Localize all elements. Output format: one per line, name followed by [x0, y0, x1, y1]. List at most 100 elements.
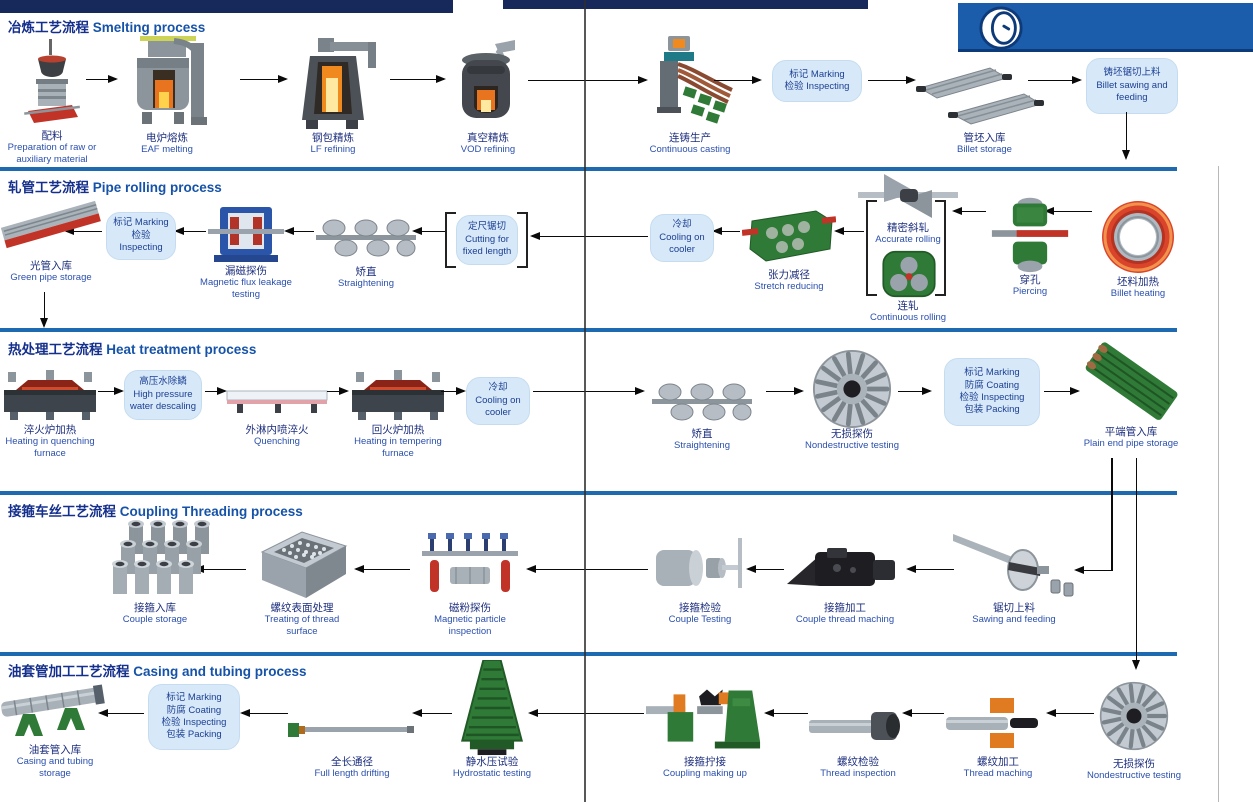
top-bar-left [0, 0, 453, 13]
step-label-en: Green pipe storage [10, 272, 92, 284]
step-plain-end-pipe-storage: 平端管入库 Plain end pipe storage [1072, 338, 1190, 450]
step-label: 穿孔 Piercing [988, 274, 1072, 298]
section-title-en: Casing and tubing process [133, 664, 307, 679]
step-label-zh: 螺纹表面处理 [270, 602, 334, 614]
flow-arrow [766, 387, 804, 395]
step-ndt: 无损探伤 Nondestructive testing [1072, 674, 1196, 782]
step-label-en: Preparation of raw or auxiliary material [7, 142, 97, 165]
flow-arrow [327, 387, 349, 395]
flow-arrow [205, 387, 227, 395]
flow-arrow-down [40, 292, 49, 328]
step-label: 真空精炼 VOD refining [448, 132, 528, 156]
connector-arrow [1074, 566, 1112, 574]
step-stretch-reducing: 张力减径 Stretch reducing [742, 203, 836, 293]
step-label-en: Sawing and feeding [972, 614, 1056, 626]
step-coupling-making-up: 接箍拧接 Coupling making up [646, 678, 764, 780]
cross-roll-icon [858, 172, 958, 220]
box-marking-coating-inspecting-packing: 标记 Marking 防腐 Coating 检验 Inspecting 包装 P… [944, 358, 1040, 426]
top-bar-middle [503, 0, 868, 9]
box-line: 铸坯锯切上料 [1103, 67, 1161, 79]
section-divider-1 [0, 167, 1177, 171]
flow-arrow [902, 709, 944, 717]
flow-arrow [98, 387, 124, 395]
box-marking-inspecting: 标记 Marking 检验 Inspecting [106, 212, 176, 260]
step-label: 回火炉加热 Heating in tempering furnace [348, 424, 448, 459]
step-label-en: Couple storage [122, 614, 188, 626]
step-label: 接箍入库 Couple storage [98, 602, 212, 626]
step-piercing: 穿孔 Piercing [988, 194, 1072, 298]
step-label: 接箍加工 Couple thread maching [780, 602, 910, 626]
flow-arrow [906, 565, 954, 573]
step-quench-furnace-heating: 淬火炉加热 Heating in quenching furnace [0, 366, 100, 459]
step-label-en: Billet storage [957, 144, 1012, 156]
box-billet-sawing-feeding: 铸坯锯切上料 Billet sawing and feeding [1086, 58, 1178, 114]
step-label: 漏磁探伤 Magnetic flux leakage testing [188, 265, 304, 300]
step-label: 锯切上料 Sawing and feeding [952, 602, 1076, 626]
box-line: Cooling on cooler [659, 231, 705, 256]
step-label: 管坯入库 Billet storage [912, 132, 1057, 156]
flow-arrow [533, 387, 645, 395]
box-line: 检验 Inspecting [161, 717, 227, 728]
flow-arrow [64, 227, 102, 235]
lf-furnace-icon [285, 36, 381, 132]
step-temper-furnace-heating: 回火炉加热 Heating in tempering furnace [348, 366, 448, 459]
step-label-en: Straightening [674, 440, 730, 452]
section-title: 接箍车丝工艺流程 Coupling Threading process [8, 500, 303, 520]
saw-feeder-icon [952, 528, 1076, 602]
step-label-en: Piercing [1012, 286, 1048, 298]
step-green-pipe-storage: 光管入库 Green pipe storage [0, 190, 102, 284]
box-line: 定尺锯切 [467, 221, 506, 233]
box-line: 高压水除鳞 [139, 376, 187, 388]
mpi-bench-icon [412, 528, 528, 602]
straightener-icon [652, 376, 752, 428]
step-label-en: Billet heating [1110, 288, 1166, 300]
section-divider-2 [0, 328, 1177, 332]
flow-arrow [1044, 207, 1092, 215]
step-label-zh: 钢包精炼 [312, 132, 354, 144]
connector-line [1111, 458, 1113, 571]
step-label-zh: 漏磁探伤 [225, 265, 267, 277]
step-billet-heating: 坯料加热 Billet heating [1096, 198, 1180, 300]
step-label-zh: 配料 [41, 130, 63, 142]
flow-arrow [1044, 387, 1080, 395]
step-label-zh: 磁粉探伤 [449, 602, 491, 614]
step-label-zh: 无损探伤 [831, 428, 873, 440]
box-line: 检验 Inspecting [119, 229, 163, 254]
step-label: 接箍拧接 Coupling making up [646, 756, 764, 780]
step-label-en: Couple thread maching [795, 614, 895, 626]
thread-cutter-icon [946, 690, 1050, 756]
group-bracket-right [935, 200, 946, 296]
step-label: 螺纹加工 Thread maching [946, 756, 1050, 780]
flow-arrow [441, 387, 466, 395]
box-line: Cutting for fixed length [462, 233, 512, 258]
step-label-zh: 平端管入库 [1104, 426, 1158, 438]
flow-arrow [714, 76, 762, 84]
step-label-en: Stretch reducing [754, 281, 824, 293]
step-label: 接箍检验 Couple Testing [650, 602, 750, 626]
step-label-zh: 螺纹加工 [977, 756, 1019, 768]
step-mfl-testing: 漏磁探伤 Magnetic flux leakage testing [188, 203, 304, 300]
box-line: 包装 Packing [166, 729, 222, 741]
flow-arrow [98, 709, 144, 717]
step-label-zh: 接箍拧接 [684, 756, 726, 768]
quench-furnace-icon [0, 366, 100, 424]
flow-arrow [412, 709, 452, 717]
step-label-zh: 光管入库 [30, 260, 72, 272]
bucking-unit-icon [646, 678, 764, 756]
step-label-zh: 锯切上料 [993, 602, 1035, 614]
step-label-zh: 穿孔 [1019, 274, 1041, 286]
step-label-zh: 连轧 [897, 300, 919, 312]
drift-pipe-icon [288, 702, 416, 756]
section-title-zh: 接箍车丝工艺流程 [8, 504, 116, 519]
section-title-zh: 热处理工艺流程 [8, 342, 103, 357]
step-lf-refining: 钢包精炼 LF refining [285, 36, 381, 156]
group-bracket-left [445, 212, 456, 268]
flow-arrow [284, 227, 314, 235]
flow-arrow [868, 76, 916, 84]
box-line: 冷却 [488, 382, 508, 394]
step-full-length-drifting: 全长通径 Full length drifting [288, 702, 416, 780]
box-marking-inspecting: 标记 Marking 检验 Inspecting [772, 60, 862, 102]
couple-gauge-icon [650, 536, 750, 602]
step-label-zh: 连铸生产 [669, 132, 711, 144]
step-label-zh: 静水压试验 [465, 756, 519, 768]
